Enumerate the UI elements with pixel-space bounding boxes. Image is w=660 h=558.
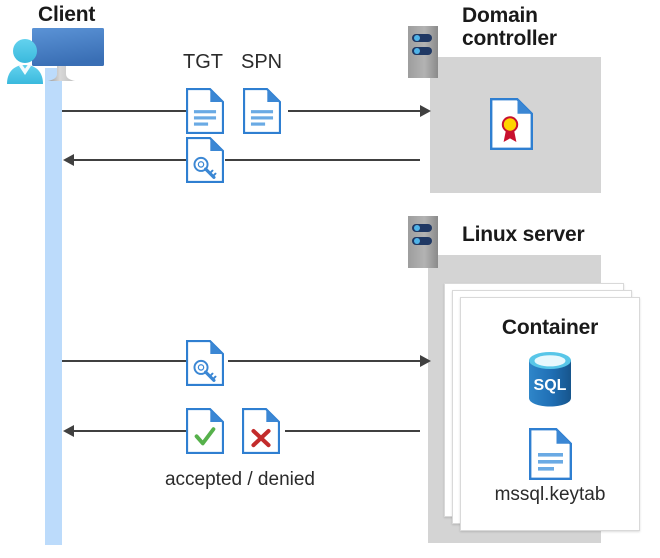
document-check-accepted-icon xyxy=(186,408,224,454)
msg-2-service-ticket-key-document-icon xyxy=(186,137,224,183)
tgt-label: TGT xyxy=(183,51,223,73)
msg-3-line-left xyxy=(62,360,186,362)
linux-server-server-rack-icon xyxy=(408,216,438,273)
msg-4-arrowhead xyxy=(63,425,74,437)
msg-1-arrowhead xyxy=(420,105,431,117)
msg-4-line-left xyxy=(74,430,186,432)
msg-3-service-ticket-key-document-icon xyxy=(186,340,224,386)
domain-controller-server-rack-icon xyxy=(408,26,438,83)
spn-label: SPN xyxy=(241,51,283,73)
client-lifeline xyxy=(45,68,62,545)
spn-document-lines-icon xyxy=(243,88,281,134)
linux-server-label: Linux server xyxy=(462,223,585,246)
msg-1-line-right xyxy=(288,110,420,112)
msg-3-arrowhead xyxy=(420,355,431,367)
domain-controller-label-line1: Domain xyxy=(462,4,538,27)
certificate-document-icon xyxy=(490,98,533,150)
tgt-document-lines-icon xyxy=(186,88,224,134)
sql-database-icon: SQL xyxy=(525,351,575,407)
msg-4-line-right xyxy=(285,430,420,432)
msg-1-line-left xyxy=(62,110,186,112)
msg-3-line-right xyxy=(228,360,420,362)
client-label: Client xyxy=(38,3,96,26)
accepted-denied-caption: accepted / denied xyxy=(164,469,315,490)
keytab-filename-label: mssql.keytab xyxy=(494,484,606,505)
msg-2-arrowhead xyxy=(63,154,74,166)
domain-controller-label-line2: controller xyxy=(462,27,557,50)
keytab-document-icon xyxy=(529,428,572,480)
client-workstation-icon xyxy=(6,22,118,84)
sql-database-label: SQL xyxy=(534,377,567,394)
container-label: Container xyxy=(501,316,599,339)
msg-2-line-right xyxy=(225,159,420,161)
container-card-front[interactable]: Container SQL xyxy=(460,297,640,531)
document-cross-denied-icon xyxy=(242,408,280,454)
msg-2-line-left xyxy=(74,159,186,161)
